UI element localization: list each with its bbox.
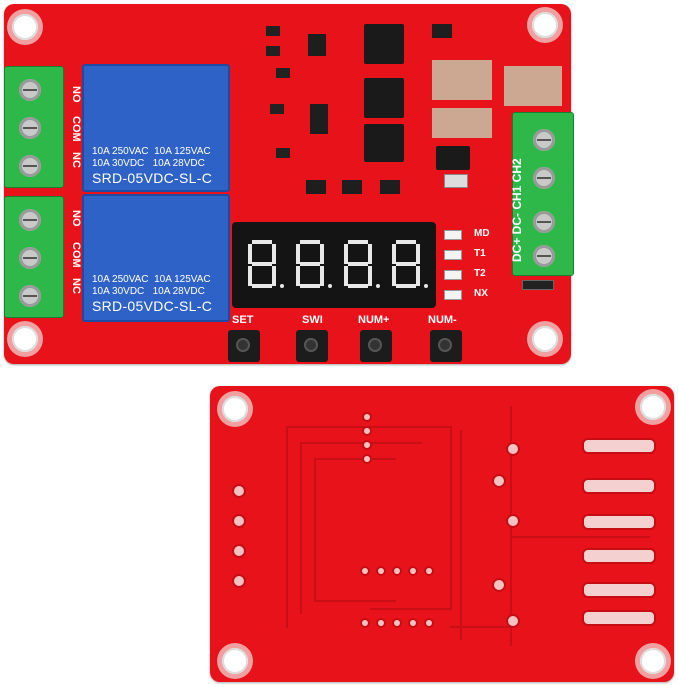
terminal-label-nc: NC — [70, 152, 82, 168]
display-segment — [296, 244, 300, 264]
display-segment — [416, 266, 420, 286]
button-label-num-plus: NUM+ — [358, 314, 390, 326]
display-decimal-point — [424, 284, 428, 288]
relay-spec-line: 10A 30VDC 10A 28VDC — [92, 286, 205, 297]
indicator-label-t1: T1 — [474, 248, 486, 259]
relay-spec-line: 10A 250VAC 10A 125VAC — [92, 274, 211, 285]
display-segment — [296, 266, 300, 286]
relay-2: 10A 250VAC 10A 125VAC 10A 30VDC 10A 28VD… — [82, 194, 230, 322]
display-segment — [300, 284, 320, 288]
display-segment — [252, 240, 272, 244]
display-segment — [368, 244, 372, 264]
crystal — [444, 174, 468, 188]
display-decimal-point — [280, 284, 284, 288]
voltage-regulator — [436, 146, 470, 170]
indicator-label-nx: NX — [474, 288, 488, 299]
display-segment — [320, 244, 324, 264]
power-terminal-block — [512, 112, 574, 276]
display-segment — [392, 244, 396, 264]
num-minus-button[interactable] — [430, 330, 462, 362]
relay-1: 10A 250VAC 10A 125VAC 10A 30VDC 10A 28VD… — [82, 64, 230, 192]
digit — [246, 240, 284, 288]
jumper — [522, 280, 554, 290]
display-segment — [248, 266, 252, 286]
indicator-label-t2: T2 — [474, 268, 486, 279]
display-segment — [348, 284, 368, 288]
display-segment — [348, 262, 368, 266]
indicator-label-md: MD — [474, 228, 490, 239]
swi-button[interactable] — [296, 330, 328, 362]
display-segment — [344, 266, 348, 286]
indicator-group: MD T1 T2 NX — [444, 226, 514, 306]
display-segment — [368, 266, 372, 286]
display-segment — [300, 262, 320, 266]
terminal-label-com: COM — [70, 242, 82, 268]
display-segment — [392, 266, 396, 286]
relay-board-back — [210, 386, 674, 682]
seven-segment-display — [232, 222, 436, 308]
display-segment — [396, 240, 416, 244]
mount-hole — [12, 326, 38, 352]
button-label-num-minus: NUM- — [428, 314, 457, 326]
display-segment — [416, 244, 420, 264]
terminal-label-nc: NC — [70, 278, 82, 294]
terminal-block-ch2 — [4, 196, 64, 318]
ic-chip — [364, 124, 404, 162]
display-segment — [344, 244, 348, 264]
terminal-label-no: NO — [70, 86, 82, 103]
button-label-set: SET — [232, 314, 254, 326]
mount-hole — [12, 14, 38, 40]
mount-hole — [222, 648, 248, 674]
display-segment — [272, 244, 276, 264]
display-decimal-point — [328, 284, 332, 288]
relay-spec-line: 10A 30VDC 10A 28VDC — [92, 158, 205, 169]
display-segment — [248, 244, 252, 264]
mount-hole — [532, 12, 558, 38]
digit — [342, 240, 380, 288]
set-button[interactable] — [228, 330, 260, 362]
digit — [390, 240, 428, 288]
relay-board-front: NO COM NC NO COM NC 10A 250VAC 10A 125VA… — [4, 4, 574, 364]
digit — [294, 240, 332, 288]
terminal-block-ch1 — [4, 66, 64, 188]
display-segment — [272, 266, 276, 286]
display-segment — [396, 262, 416, 266]
ic-chip — [364, 24, 404, 64]
display-segment — [396, 284, 416, 288]
relay-spec-line: 10A 250VAC 10A 125VAC — [92, 146, 211, 157]
mount-hole — [222, 396, 248, 422]
display-segment — [252, 284, 272, 288]
display-decimal-point — [376, 284, 380, 288]
display-segment — [320, 266, 324, 286]
display-segment — [300, 240, 320, 244]
relay-model: SRD-05VDC-SL-C — [92, 170, 213, 186]
button-label-swi: SWI — [302, 314, 323, 326]
mount-hole — [640, 394, 666, 420]
ic-chip — [364, 78, 404, 118]
display-segment — [348, 240, 368, 244]
display-segment — [252, 262, 272, 266]
mount-hole — [532, 326, 558, 352]
terminal-label-no: NO — [70, 210, 82, 227]
mount-hole — [640, 648, 666, 674]
num-plus-button[interactable] — [360, 330, 392, 362]
relay-model: SRD-05VDC-SL-C — [92, 298, 213, 314]
terminal-label-com: COM — [70, 116, 82, 142]
